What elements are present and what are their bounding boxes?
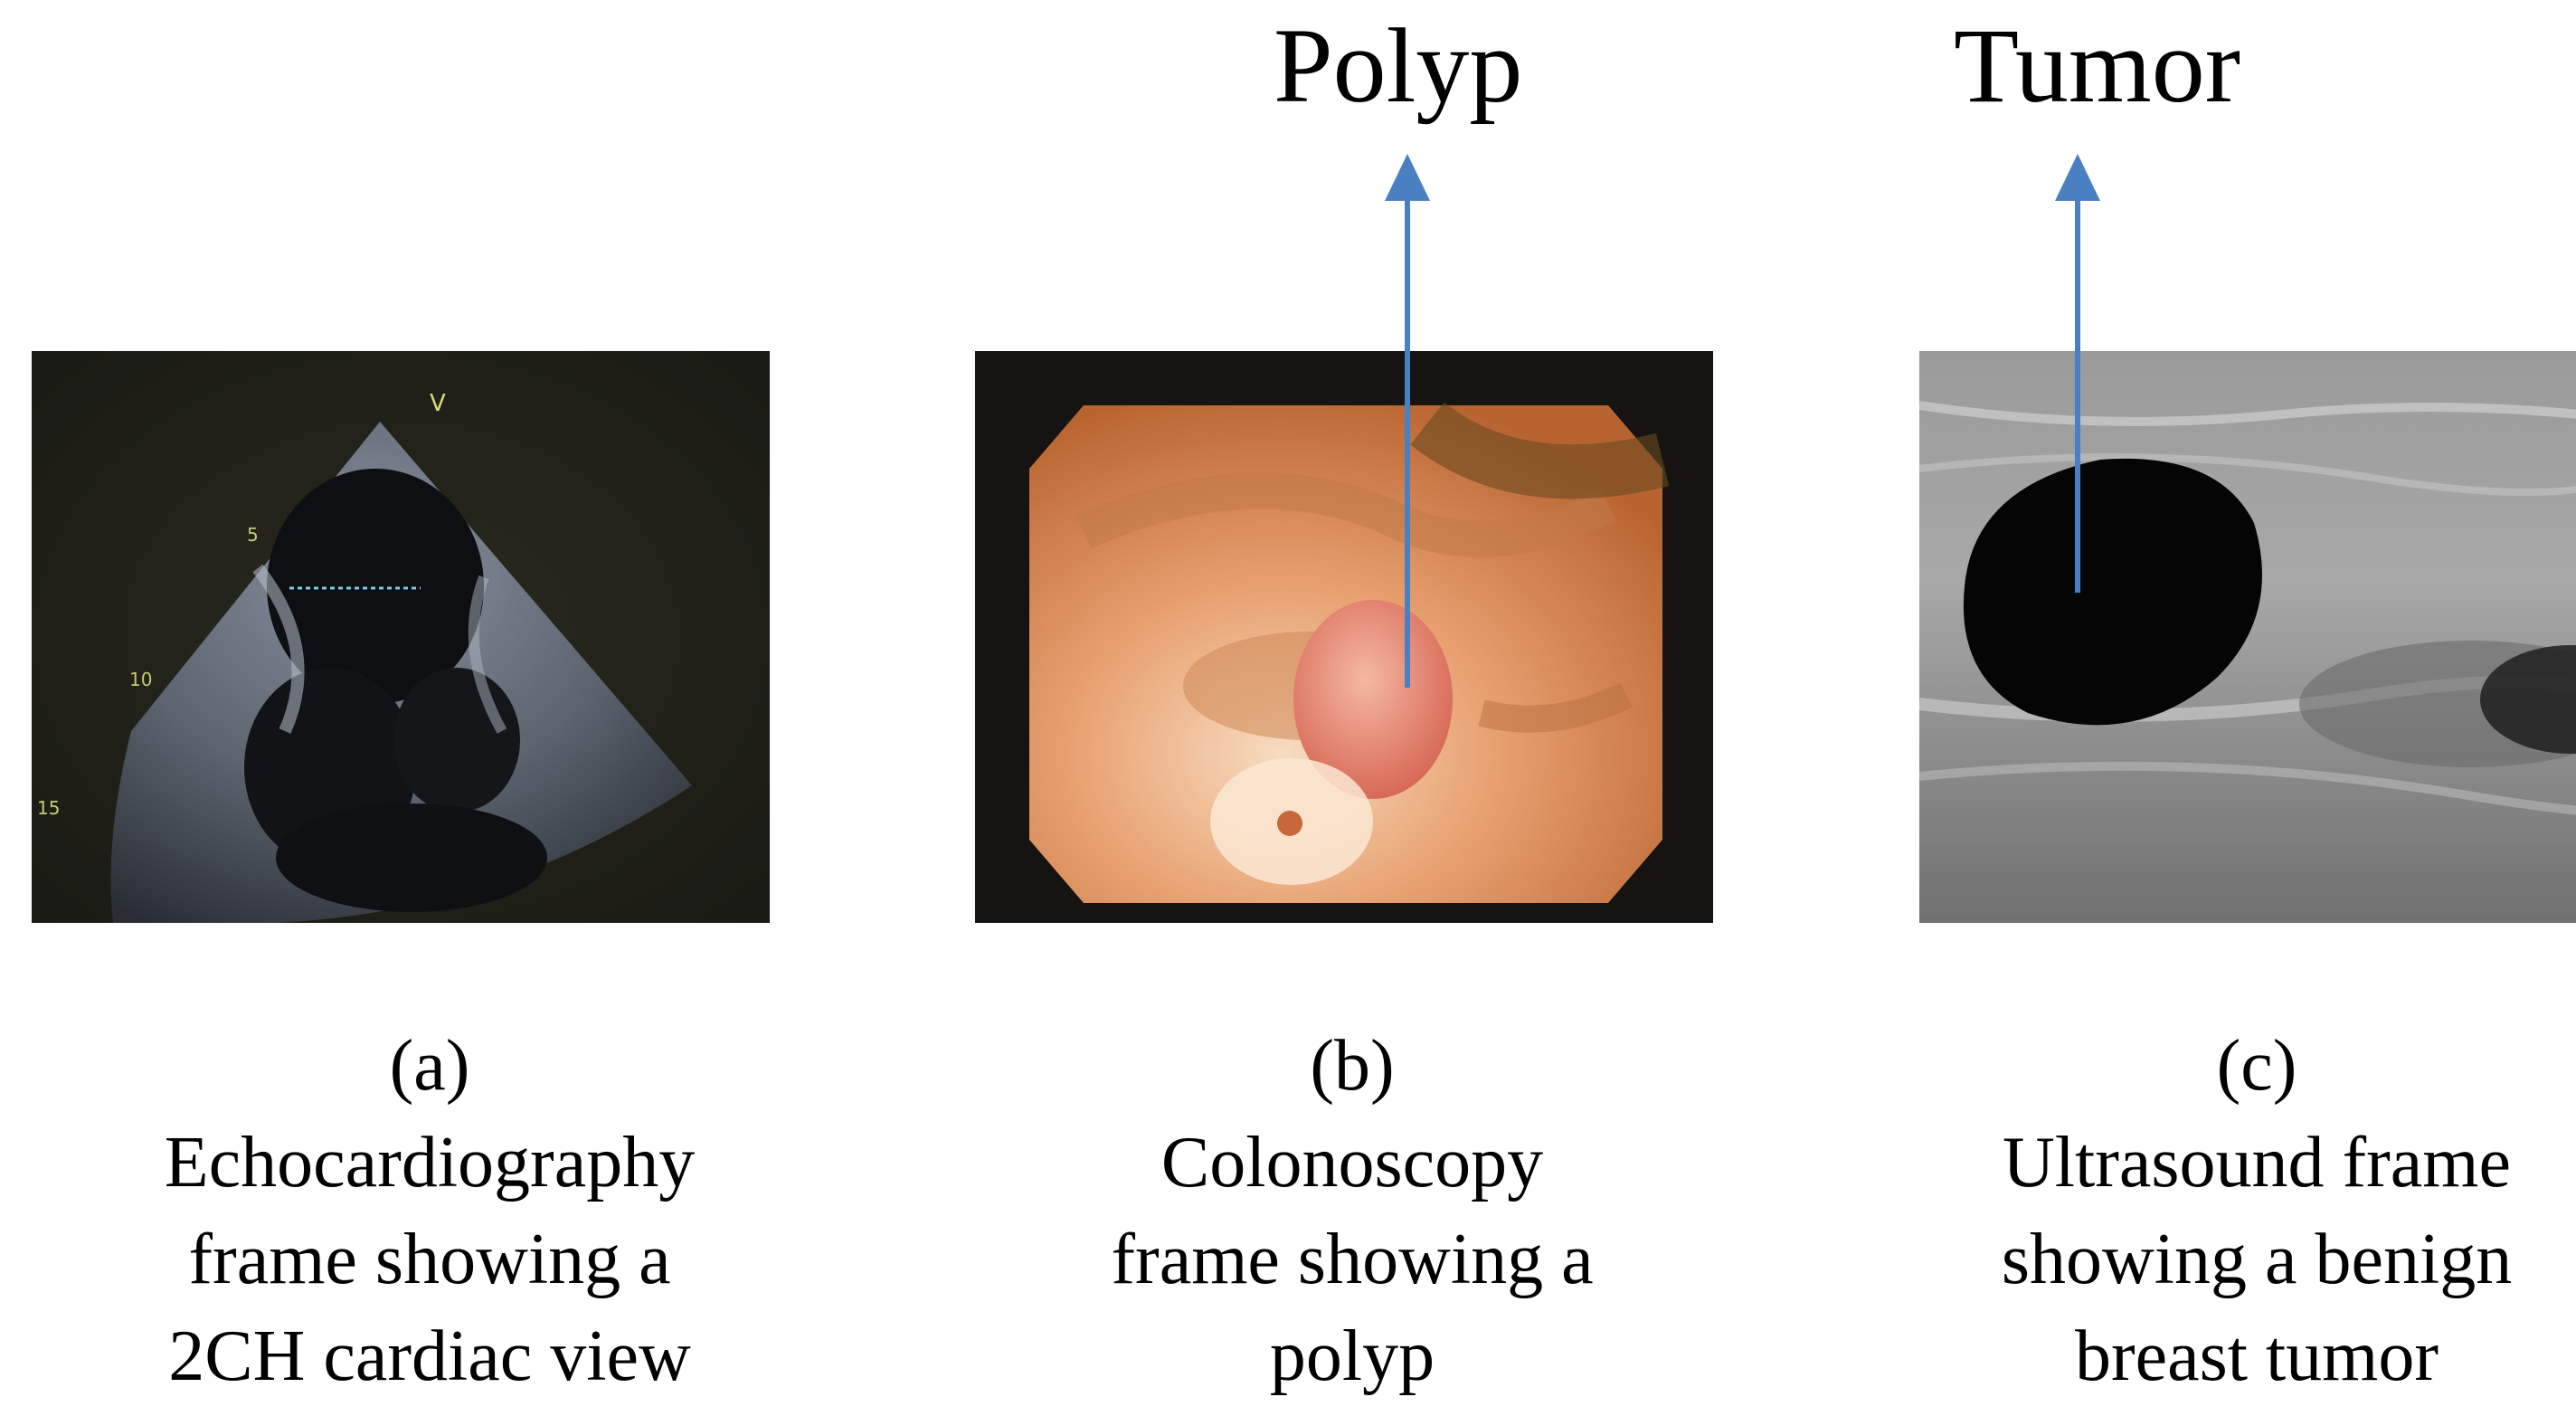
colonoscopy-image — [975, 351, 1713, 923]
caption-c-line-2: showing a benign — [2001, 1220, 2513, 1299]
polyp-callout-label: Polyp — [1274, 6, 1523, 125]
caption-c-line-3: breast tumor — [2074, 1316, 2439, 1396]
echo-depth-15: 15 — [37, 797, 60, 819]
panel-label-a: (a) — [389, 1026, 470, 1106]
panel-label-b: (b) — [1310, 1026, 1395, 1106]
caption-b-line-1: Colonoscopy — [1160, 1123, 1544, 1202]
caption-panel-b: (b) Colonoscopy frame showing a polyp — [1009, 1018, 1696, 1405]
caption-c-line-1: Ultrasound frame — [2002, 1123, 2512, 1202]
caption-b-line-3: polyp — [1269, 1316, 1435, 1396]
tumor-arrow — [2055, 154, 2100, 593]
echo-depth-5: 5 — [247, 524, 259, 546]
breast-ultrasound-image — [1919, 351, 2576, 923]
echocardiography-image: V 5 10 15 — [32, 351, 770, 923]
caption-a-line-2: frame showing a — [188, 1220, 671, 1299]
polyp-arrow — [1385, 154, 1430, 688]
caption-b-line-2: frame showing a — [1111, 1220, 1594, 1299]
caption-a-line-3: 2CH cardiac view — [168, 1316, 691, 1396]
echo-depth-10: 10 — [129, 669, 152, 690]
caption-panel-a: (a) Echocardiography frame showing a 2CH… — [86, 1018, 773, 1405]
tumor-callout-label: Tumor — [1954, 6, 2241, 125]
panel-label-c: (c) — [2216, 1026, 2297, 1106]
caption-a-line-1: Echocardiography — [164, 1123, 696, 1202]
caption-panel-c: (c) Ultrasound frame showing a benign br… — [1913, 1018, 2576, 1405]
echo-marker-v: V — [430, 390, 446, 417]
